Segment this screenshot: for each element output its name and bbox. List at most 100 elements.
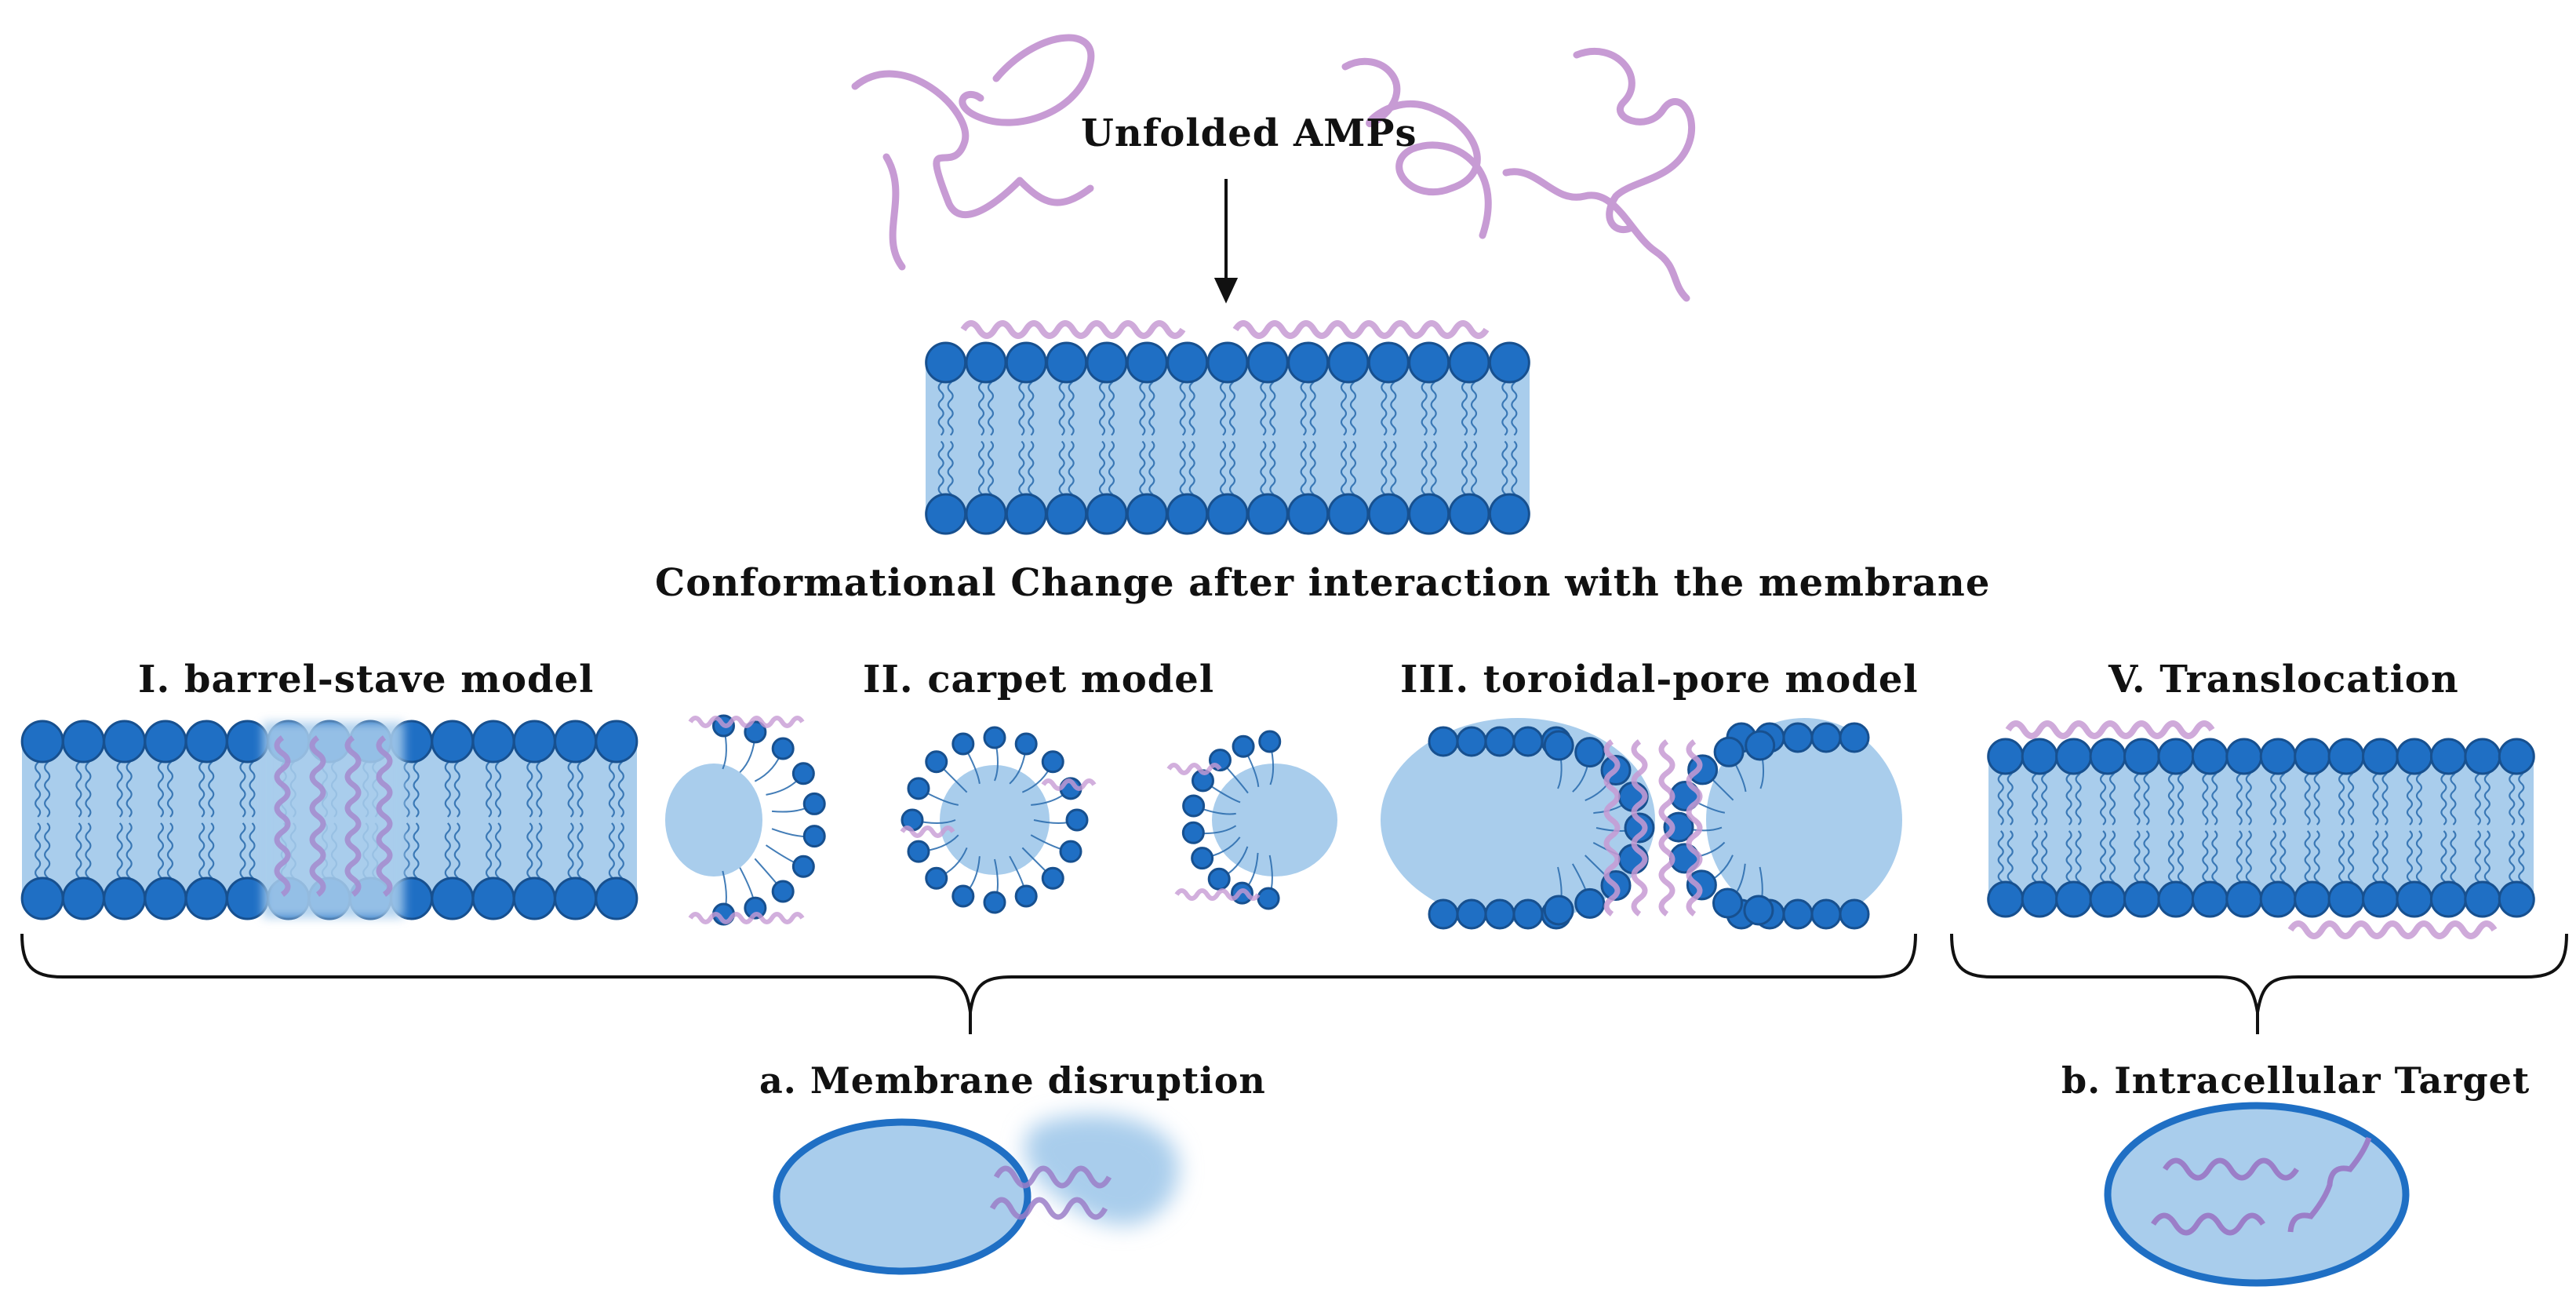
lipid-headgroup [1257,887,1280,910]
lipid-headgroup [1126,341,1168,384]
lipid-headgroup [1488,493,1530,535]
down-arrow [1213,179,1239,304]
pore-lining-peptides [1603,739,1703,917]
lipid-headgroup [2055,880,2093,918]
lipid-headgroup [1624,812,1655,844]
lipid-headgroup [1126,493,1168,535]
lipid-headgroup [1046,493,1088,535]
lipid-headgroup [1166,493,1209,535]
brace-membrane-disruption [20,933,1917,1034]
lipid-headgroup [791,762,815,785]
label-toroidal-pore-model: III. toroidal-pore model [1400,658,1919,702]
lipid-headgroup [802,792,826,815]
lipid-headgroup [512,876,556,920]
lipid-headgroup [907,840,930,863]
lipid-headgroup [103,876,147,920]
unfolded-peptide-coil-left [851,34,1095,271]
lipid-headgroup [983,726,1006,749]
lipid-headgroup [983,891,1006,914]
lipid-headgroup [1456,726,1487,757]
lipid-headgroup [225,876,269,920]
lipid-headgroup [595,876,639,920]
lipid-headgroup [1987,738,2025,775]
membrane-toroidal-pore [1381,718,1902,930]
lipid-headgroup [771,880,795,903]
lipid-headgroup [2225,738,2263,775]
lipid-headgroup [2021,738,2058,775]
lipid-headgroup [225,720,269,764]
carpet-peptides [688,716,805,924]
lipid-headgroup [1287,493,1330,535]
lipid-headgroup [1839,898,1870,930]
micelle-core [940,765,1050,875]
lipid-headgroup [2259,880,2297,918]
lipid-headgroup [1782,898,1814,930]
lipid-headgroup [771,737,795,760]
label-carpet-model: II. carpet model [863,658,1215,702]
lipid-headgroup [1014,884,1038,908]
lipid-headgroup [1810,722,1842,753]
toroid-core-right [1706,718,1902,922]
lipid-headgroup [744,720,767,744]
lipid-headgroup [925,341,967,384]
lipid-headgroup [1367,493,1410,535]
lipid-headgroup [1512,726,1544,757]
lipid-headgroup [1246,341,1289,384]
lipid-headgroup [184,876,228,920]
lipid-headgroup [1484,898,1515,930]
lipid-headgroup [1041,866,1064,890]
carpet-peptides [1166,763,1261,901]
lipid-headgroup [802,825,826,848]
lipid-headgroup [20,876,64,920]
unfolded-peptide-coil-right [1341,47,1696,302]
lipid-headgroup [554,876,598,920]
lipid-tails [937,374,1518,503]
adsorbed-peptides [960,320,1490,339]
lipid-headgroup [512,720,556,764]
lipid-headgroup [1005,341,1047,384]
lipid-headgroup [2021,880,2058,918]
membrane-carpet-micelles [665,714,1337,926]
lipid-headgroup [2464,880,2501,918]
lipid-headgroup [1745,730,1776,761]
hydrophobic-core [926,363,1530,514]
lipid-headgroup [1987,880,2025,918]
micelle-core [1212,764,1337,876]
lipid-headgroup [1367,341,1410,384]
carpet-peptides [900,778,1097,838]
lipid-headgroup [1059,840,1082,863]
label-conformational-change: Conformational Change after interaction … [655,561,1991,605]
lipid-headgroup [1246,493,1289,535]
lipid-headgroup [1327,493,1370,535]
lipid-headgroup [1046,341,1088,384]
label-barrel-stave-model: I. barrel-stave model [138,658,595,702]
lipid-headgroup [1327,341,1370,384]
lipid-headgroup [184,720,228,764]
lipid-headgroup [1086,341,1128,384]
lipid-headgroup [2464,738,2501,775]
membrane-barrel-stave [20,720,639,920]
lipid-headgroup [2259,738,2297,775]
lipid-headgroup [744,896,767,920]
lipid-headgroup [2225,880,2263,918]
lipid-headgroup [1428,726,1459,757]
label-membrane-disruption: a. Membrane disruption [759,1059,1266,1102]
membrane-translocation [1987,720,2535,939]
lipid-headgroup [1408,493,1450,535]
lipid-headgroup [1181,821,1205,844]
lipid-headgroup [144,876,187,920]
lipid-headgroup [1448,341,1490,384]
membrane-bilayer-top [925,320,1530,535]
intact-cell-illustration [2104,1102,2410,1287]
lipid-headgroup [1408,341,1450,384]
lipid-headgroup [2157,880,2195,918]
lipid-headgroup [431,720,475,764]
lipid-headgroup [1206,341,1249,384]
lipid-headgroup [1839,722,1870,753]
lipid-headgroup [1574,737,1606,768]
translocating-peptides [2005,720,2498,939]
lipid-headgroup [2498,880,2535,918]
lipid-headgroup [2429,880,2467,918]
lipid-headgroup [2429,738,2467,775]
